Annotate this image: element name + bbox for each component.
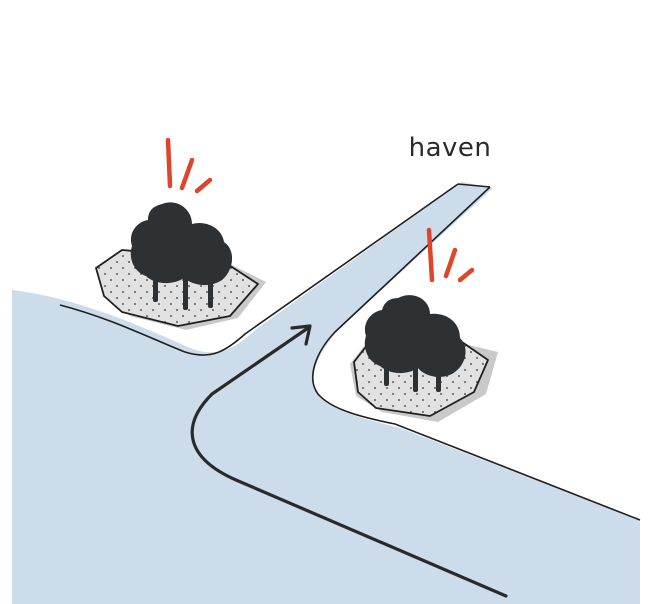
left-island [96, 140, 266, 330]
haven-label: haven [409, 133, 492, 163]
water-body [12, 182, 640, 604]
alert-lines-icon [168, 140, 210, 191]
